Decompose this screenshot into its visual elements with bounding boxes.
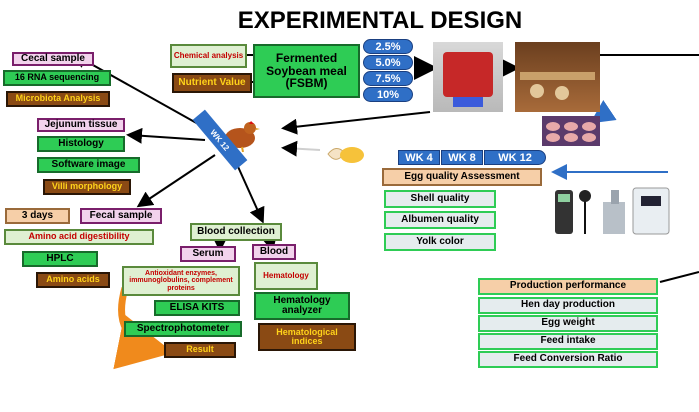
result-box: Result [164, 342, 236, 358]
egg-quality-item: Albumen quality [384, 211, 496, 229]
chemical-analysis-box: Chemical analysis [170, 44, 247, 68]
blood-collection-box: Blood collection [190, 223, 282, 241]
villi-morphology-box: Villi morphology [43, 179, 131, 195]
serum-items-box: Antioxidant enzymes, immunoglobulins, co… [122, 266, 240, 296]
microbiota-analysis-box: Microbiota Analysis [6, 91, 110, 107]
broken-egg-icon [326, 142, 366, 164]
hematology-box: Hematology [254, 262, 318, 290]
arrow-to-fecal [136, 154, 216, 208]
production-item: Egg weight [478, 315, 658, 332]
week-label: WK 8 [441, 150, 483, 165]
level-pill: 5.0% [363, 55, 413, 70]
hen-house-photo [515, 42, 600, 112]
production-header: Production performance [478, 278, 658, 295]
hplc-box: HPLC [22, 251, 98, 267]
serum-box: Serum [180, 246, 236, 262]
egg-quality-item: Yolk color [384, 233, 496, 251]
level-pill: 10% [363, 87, 413, 102]
eggs-photo [542, 116, 600, 146]
blood-box: Blood [252, 244, 296, 260]
fecal-sample-box: Fecal sample [80, 208, 162, 224]
week-label: WK 12 [484, 150, 546, 165]
production-item: Feed Conversion Ratio [478, 351, 658, 368]
nutrient-value-box: Nutrient Value [172, 73, 252, 93]
arrow-to-blood [234, 159, 265, 224]
fsbm-box: Fermented Soybean meal (FSBM) [253, 44, 360, 98]
hematological-indices-box: Hematological indices [258, 323, 356, 351]
cecal-sample-box: Cecal sample [12, 52, 94, 66]
level-pill: 2.5% [363, 39, 413, 54]
arrow-to-jejunum [126, 127, 206, 144]
jejunum-tissue-box: Jejunum tissue [37, 118, 125, 132]
elisa-kits-box: ELISA KITS [154, 300, 240, 316]
instruments-photo [553, 182, 673, 242]
production-item: Feed intake [478, 333, 658, 350]
page-title: EXPERIMENTAL DESIGN [237, 7, 523, 35]
production-item: Hen day production [478, 297, 658, 314]
egg-quality-item: Shell quality [384, 190, 496, 208]
arrow-to-cecal [71, 53, 201, 126]
arrow-to-chicken [281, 111, 431, 135]
level-pill: 7.5% [363, 71, 413, 86]
amino-acids-box: Amino acids [36, 272, 110, 288]
egg-quality-header: Egg quality Assessment [382, 168, 542, 186]
spectrophotometer-box: Spectrophotometer [124, 321, 242, 337]
week-label: WK 4 [398, 150, 440, 165]
days-box: 3 days [5, 208, 70, 224]
rna-sequencing-box: 16 RNA sequencing [3, 70, 111, 86]
feeder-photo [433, 42, 503, 112]
hematology-analyzer-box: Hematology analyzer [254, 292, 350, 320]
software-image-box: Software image [37, 157, 140, 173]
histology-box: Histology [37, 136, 125, 152]
amino-acid-digestibility-box: Amino acid digestibility [4, 229, 154, 245]
